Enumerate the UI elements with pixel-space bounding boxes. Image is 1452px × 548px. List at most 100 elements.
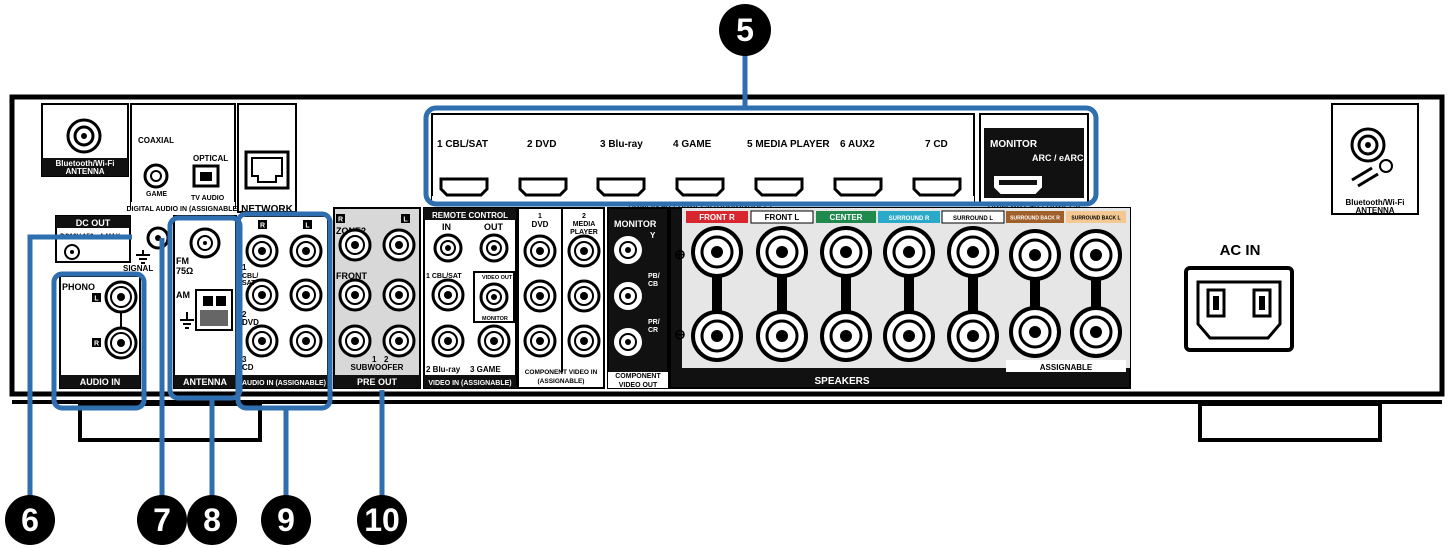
audio-in-1-num: 1 [242,263,247,272]
audio-in-3-label: CD [242,363,254,372]
callout-frame-audio-in [51,271,147,411]
speaker-header-center: CENTER [830,213,863,222]
remote-out-jack-icon [479,233,509,263]
pre-out-section: ZONE2 R L FRONT 1 2 SUBWOOFER PRE OUT [333,207,421,389]
optical-label: OPTICAL [193,154,228,163]
callout-badge-9: 9 [261,495,311,545]
rca-jack-icon [245,278,279,312]
svg-text:6: 6 [21,502,39,538]
speakers-assignable-label: ASSIGNABLE [1040,363,1093,372]
component-out-cb-label: CB [648,281,658,288]
rca-jack-icon [382,228,416,262]
hdmi-out-arc-label: ARC / eARC [1032,153,1084,163]
callout-badge-7: 7 [137,495,187,545]
network-label: NETWORK [241,204,293,215]
pre-out-r-badge: R [338,217,343,224]
hdmi-port-icon [596,177,646,197]
component-out-cr-label: CR [648,327,658,334]
hdmi-in-label: 7 CD [925,139,948,150]
hdmi-port-icon [439,177,489,197]
callout-frame-5 [423,105,1099,207]
component-in-1-num: 1 [538,213,542,220]
speakers-title: SPEAKERS [814,376,869,387]
phono-l-badge: L [94,296,99,303]
component-out-title-2: VIDEO OUT [619,382,658,389]
rca-jack-icon [567,324,601,358]
rca-jack-icon [104,280,138,314]
rca-jack-icon [382,324,416,358]
antenna-arrow-icon [1351,166,1379,188]
component-out-pb-label: PB/ [648,273,660,280]
speaker-terminal-front-r [691,226,743,362]
video-in-3-label: 3 GAME [470,365,501,374]
audio-in-2-label: DVD [242,318,259,327]
audio-in-l-badge: L [305,223,310,230]
component-in-title-2: (ASSIGNABLE) [538,378,585,385]
rca-jack-icon [245,234,279,268]
antenna-title: ANTENNA [183,377,227,387]
hdmi-in-section: 1 CBL/SAT 2 DVD 3 Blu-ray 4 GAME 5 MEDIA… [431,113,975,210]
component-in-1-label: DVD [532,220,549,229]
audio-in-r-badge: R [260,223,265,230]
speaker-terminal-surround-back-l [1070,229,1122,358]
callout-leader-6 [27,234,132,505]
speaker-header-surround-l: SURROUND L [953,216,993,222]
video-out-monitor-label: MONITOR [482,316,508,322]
rca-jack-icon [338,278,372,312]
antenna-right-label-1: Bluetooth/Wi-Fi [1345,198,1404,207]
rca-jack-icon [614,236,642,264]
hdmi-in-input-labels: 1 CBL/SAT 2 DVD 3 Blu-ray 4 GAME 5 MEDIA… [437,139,948,150]
component-out-title-1: COMPONENT [615,373,661,380]
component-in-2-label2: PLAYER [570,229,598,236]
speaker-header-front-r: FRONT R [699,213,735,222]
audio-in-assignable-title: AUDIO IN (ASSIGNABLE) [242,380,326,387]
hdmi-in-label: 3 Blu-ray [600,139,643,150]
rca-jack-icon [523,324,557,358]
pre-out-front-label: FRONT [336,271,367,281]
rca-jack-icon [245,324,279,358]
rca-jack-icon [614,328,642,356]
phono-r-badge: R [94,341,99,348]
callout-badges: 5 6 7 8 9 10 [5,4,771,545]
digital-audio-title: DIGITAL AUDIO IN (ASSIGNABLE) [126,206,239,213]
callout-highlights [27,55,1099,505]
remote-control-title: REMOTE CONTROL [432,211,508,220]
tv-audio-label: TV AUDIO [191,195,225,202]
hdmi-in-label: 6 AUX2 [840,139,875,150]
callout-badge-6: 6 [5,495,55,545]
component-in-2-label: MEDIA [573,221,596,228]
digital-audio-in-section: COAXIAL OPTICAL GAME TV AUDIO DIGITAL AU… [126,103,240,213]
svg-text:10: 10 [364,502,400,538]
antenna-left-label-1: Bluetooth/Wi-Fi [55,159,114,168]
ac-in-section: AC IN [1184,242,1294,352]
remote-in-jack-icon [433,233,463,263]
callout-badge-10: 10 [357,495,407,545]
hdmi-port-icon [518,177,568,197]
hdmi-out-section: MONITOR ARC / eARC HDMI OUT 4K / HDCP2.3 [979,113,1089,210]
network-section: NETWORK [237,103,297,215]
speaker-header-surround-back-r: SURROUND BACK R [1010,216,1060,222]
subwoofer-1-label: 1 [372,355,377,364]
rca-jack-icon [477,324,511,358]
subwoofer-2-label: 2 [384,355,389,364]
rca-jack-icon [338,228,372,262]
speaker-terminal-surround-l [947,226,999,362]
component-in-2-num: 2 [582,213,586,220]
bt-wifi-antenna-right: Bluetooth/Wi-Fi ANTENNA [1331,103,1419,215]
rca-jack-icon [431,278,465,312]
rca-jack-icon [289,234,323,268]
speaker-terminal-front-l [756,226,808,362]
component-out-monitor-label: MONITOR [614,219,657,229]
rca-jack-icon [523,234,557,268]
video-in-1-label: 1 CBL/SAT [426,273,462,280]
svg-text:9: 9 [277,502,295,538]
audio-in-title: AUDIO IN [80,377,121,387]
callout-badge-8: 8 [187,495,237,545]
phono-label: PHONO [62,282,95,292]
rca-jack-icon [567,234,601,268]
speaker-header-front-l: FRONT L [765,213,800,222]
rca-jack-icon [338,324,372,358]
hdmi-port-icon [754,177,804,197]
hdmi-port-icon [675,177,725,197]
